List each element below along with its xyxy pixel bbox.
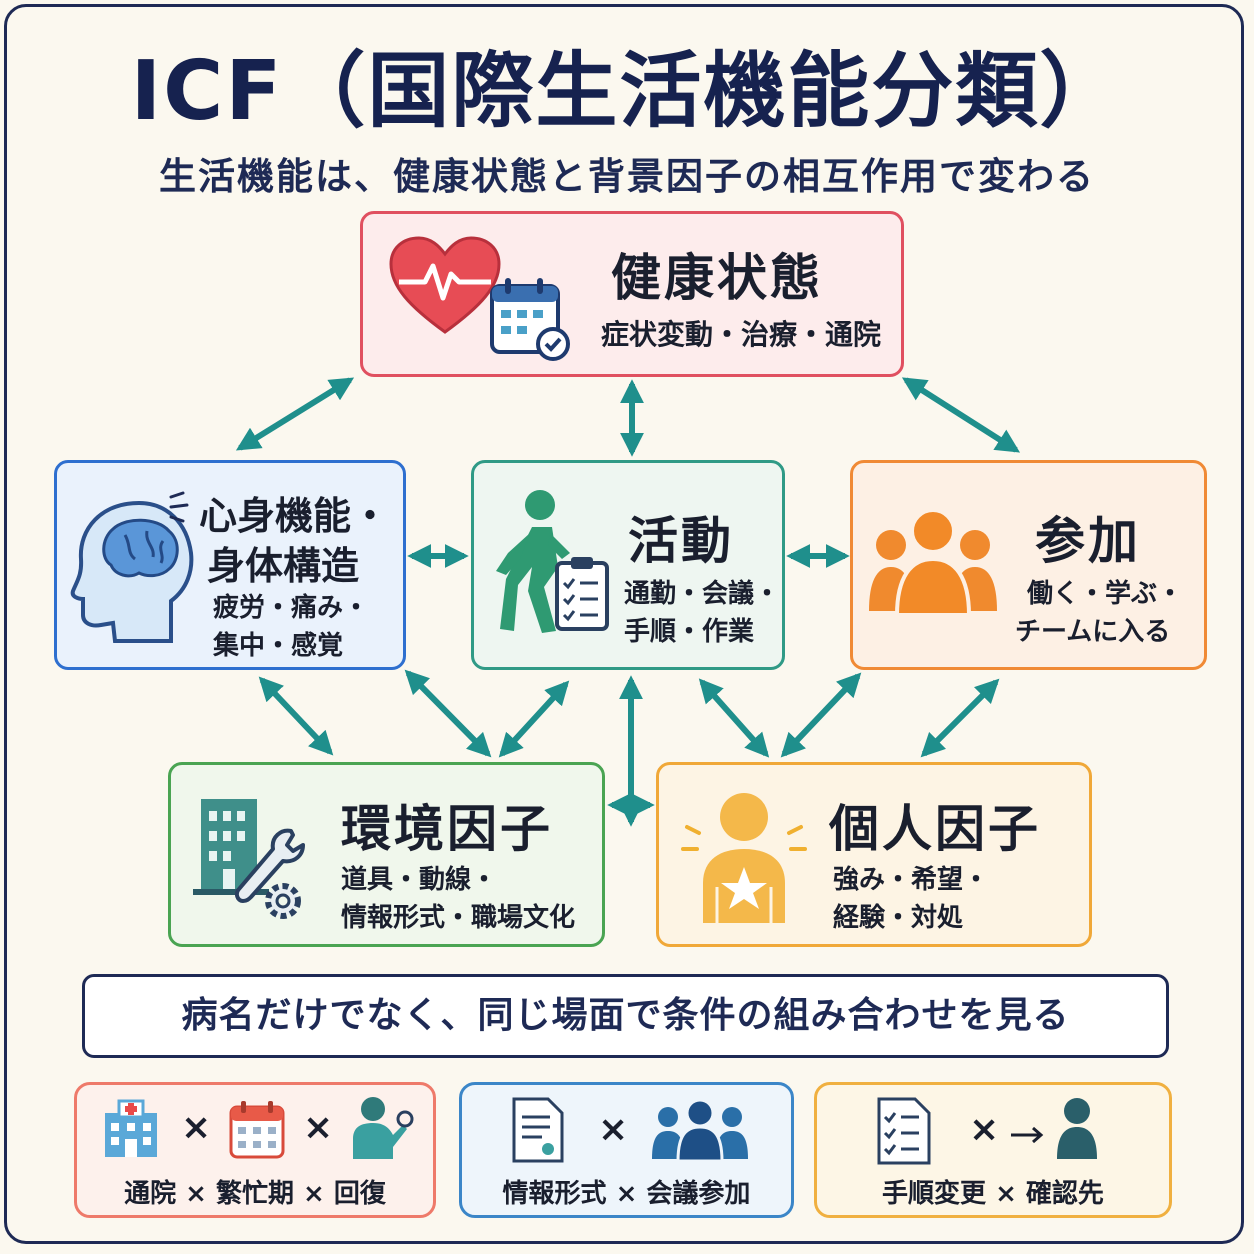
page-subtitle: 生活機能は、健康状態と背景因子の相互作用で変わる — [159, 155, 1095, 198]
hospital-icon — [105, 1099, 157, 1157]
body-title-line1: 心身機能・ — [199, 494, 390, 538]
environment-title: 環境因子 — [341, 800, 553, 858]
activity-desc-line1: 通勤・会議・ — [624, 579, 781, 609]
participation-title: 参加 — [1035, 512, 1141, 570]
times-symbol: × — [598, 1109, 629, 1150]
node-body-functions: 心身機能・ 身体構造 疲労・痛み・ 集中・感覚 — [54, 460, 406, 670]
arrow-health-participation — [901, 377, 1021, 453]
health-title: 健康状態 — [611, 249, 823, 307]
example-3-label: 手順変更 × 確認先 — [882, 1179, 1104, 1209]
environment-desc-line1: 道具・動線・ — [341, 865, 498, 895]
arrow-participation-personal — [780, 672, 862, 758]
example-1-label: 通院 × 繁忙期 × 回復 — [124, 1179, 386, 1209]
arrow-right-icon — [1011, 1126, 1044, 1144]
arrow-activity-environment — [498, 680, 570, 758]
body-desc-line2: 集中・感覚 — [213, 631, 344, 661]
node-participation: 参加 働く・学ぶ・ チームに入る — [850, 460, 1207, 670]
personal-desc-line1: 強み・希望・ — [833, 865, 990, 895]
participation-desc-line1: 働く・学ぶ・ — [1027, 579, 1184, 609]
walking-person-icon — [496, 490, 570, 633]
head-brain-icon — [70, 500, 194, 643]
example-2-label: 情報形式 × 会議参加 — [502, 1179, 751, 1209]
personal-title: 個人因子 — [829, 800, 1041, 858]
wrench-gear-icon — [234, 828, 305, 919]
page-title: ICF（国際生活機能分類） — [130, 44, 1124, 139]
node-activity: 活動 通勤・会議・ 手順・作業 — [471, 460, 785, 670]
activity-desc-line2: 手順・作業 — [624, 617, 755, 647]
person-recovery-icon — [353, 1097, 414, 1159]
key-message-banner: 病名だけでなく、同じ場面で条件の組み合わせを見る — [82, 974, 1169, 1058]
team-icon — [652, 1098, 748, 1163]
arrow-activity-personal-left — [698, 678, 770, 758]
person-icon — [1057, 1098, 1097, 1159]
heart-pulse-icon — [389, 236, 501, 334]
example-card-2: × 情報形式 × 会議参加 — [459, 1082, 794, 1218]
times-symbol: × — [969, 1109, 1000, 1150]
checklist-icon — [877, 1097, 931, 1165]
health-desc: 症状変動・治療・通院 — [601, 318, 882, 351]
activity-title: 活動 — [628, 512, 734, 570]
arrow-body-environment — [258, 676, 334, 756]
body-title-line2: 身体構造 — [207, 544, 360, 588]
node-personal-factors: 個人因子 強み・希望・ 経験・対処 — [656, 762, 1092, 947]
group-people-icon — [869, 508, 997, 617]
person-star-icon — [681, 793, 807, 923]
arrow-body-personal — [404, 669, 492, 758]
personal-desc-line2: 経験・対処 — [833, 903, 964, 933]
environment-desc-line2: 情報形式・職場文化 — [341, 903, 576, 933]
times-symbol: × — [181, 1107, 212, 1148]
node-health-condition: 健康状態 症状変動・治療・通院 — [360, 211, 904, 377]
document-icon — [512, 1097, 564, 1163]
body-desc-line1: 疲労・痛み・ — [213, 593, 370, 623]
example-card-1: × × 通院 × 繁忙期 × 回復 — [74, 1082, 436, 1218]
participation-desc-line2: チームに入る — [1015, 617, 1171, 647]
calendar-check-icon — [490, 278, 570, 361]
clipboard-checklist-icon — [555, 557, 609, 631]
times-symbol: × — [303, 1107, 334, 1148]
calendar-icon — [229, 1101, 285, 1159]
arrow-participation-personal-right — [920, 678, 1000, 758]
signal-lines-icon — [169, 491, 189, 523]
node-environmental-factors: 環境因子 道具・動線・ 情報形式・職場文化 — [168, 762, 605, 947]
example-card-3: × 手順変更 × 確認先 — [814, 1082, 1172, 1218]
arrow-health-body — [235, 377, 355, 451]
